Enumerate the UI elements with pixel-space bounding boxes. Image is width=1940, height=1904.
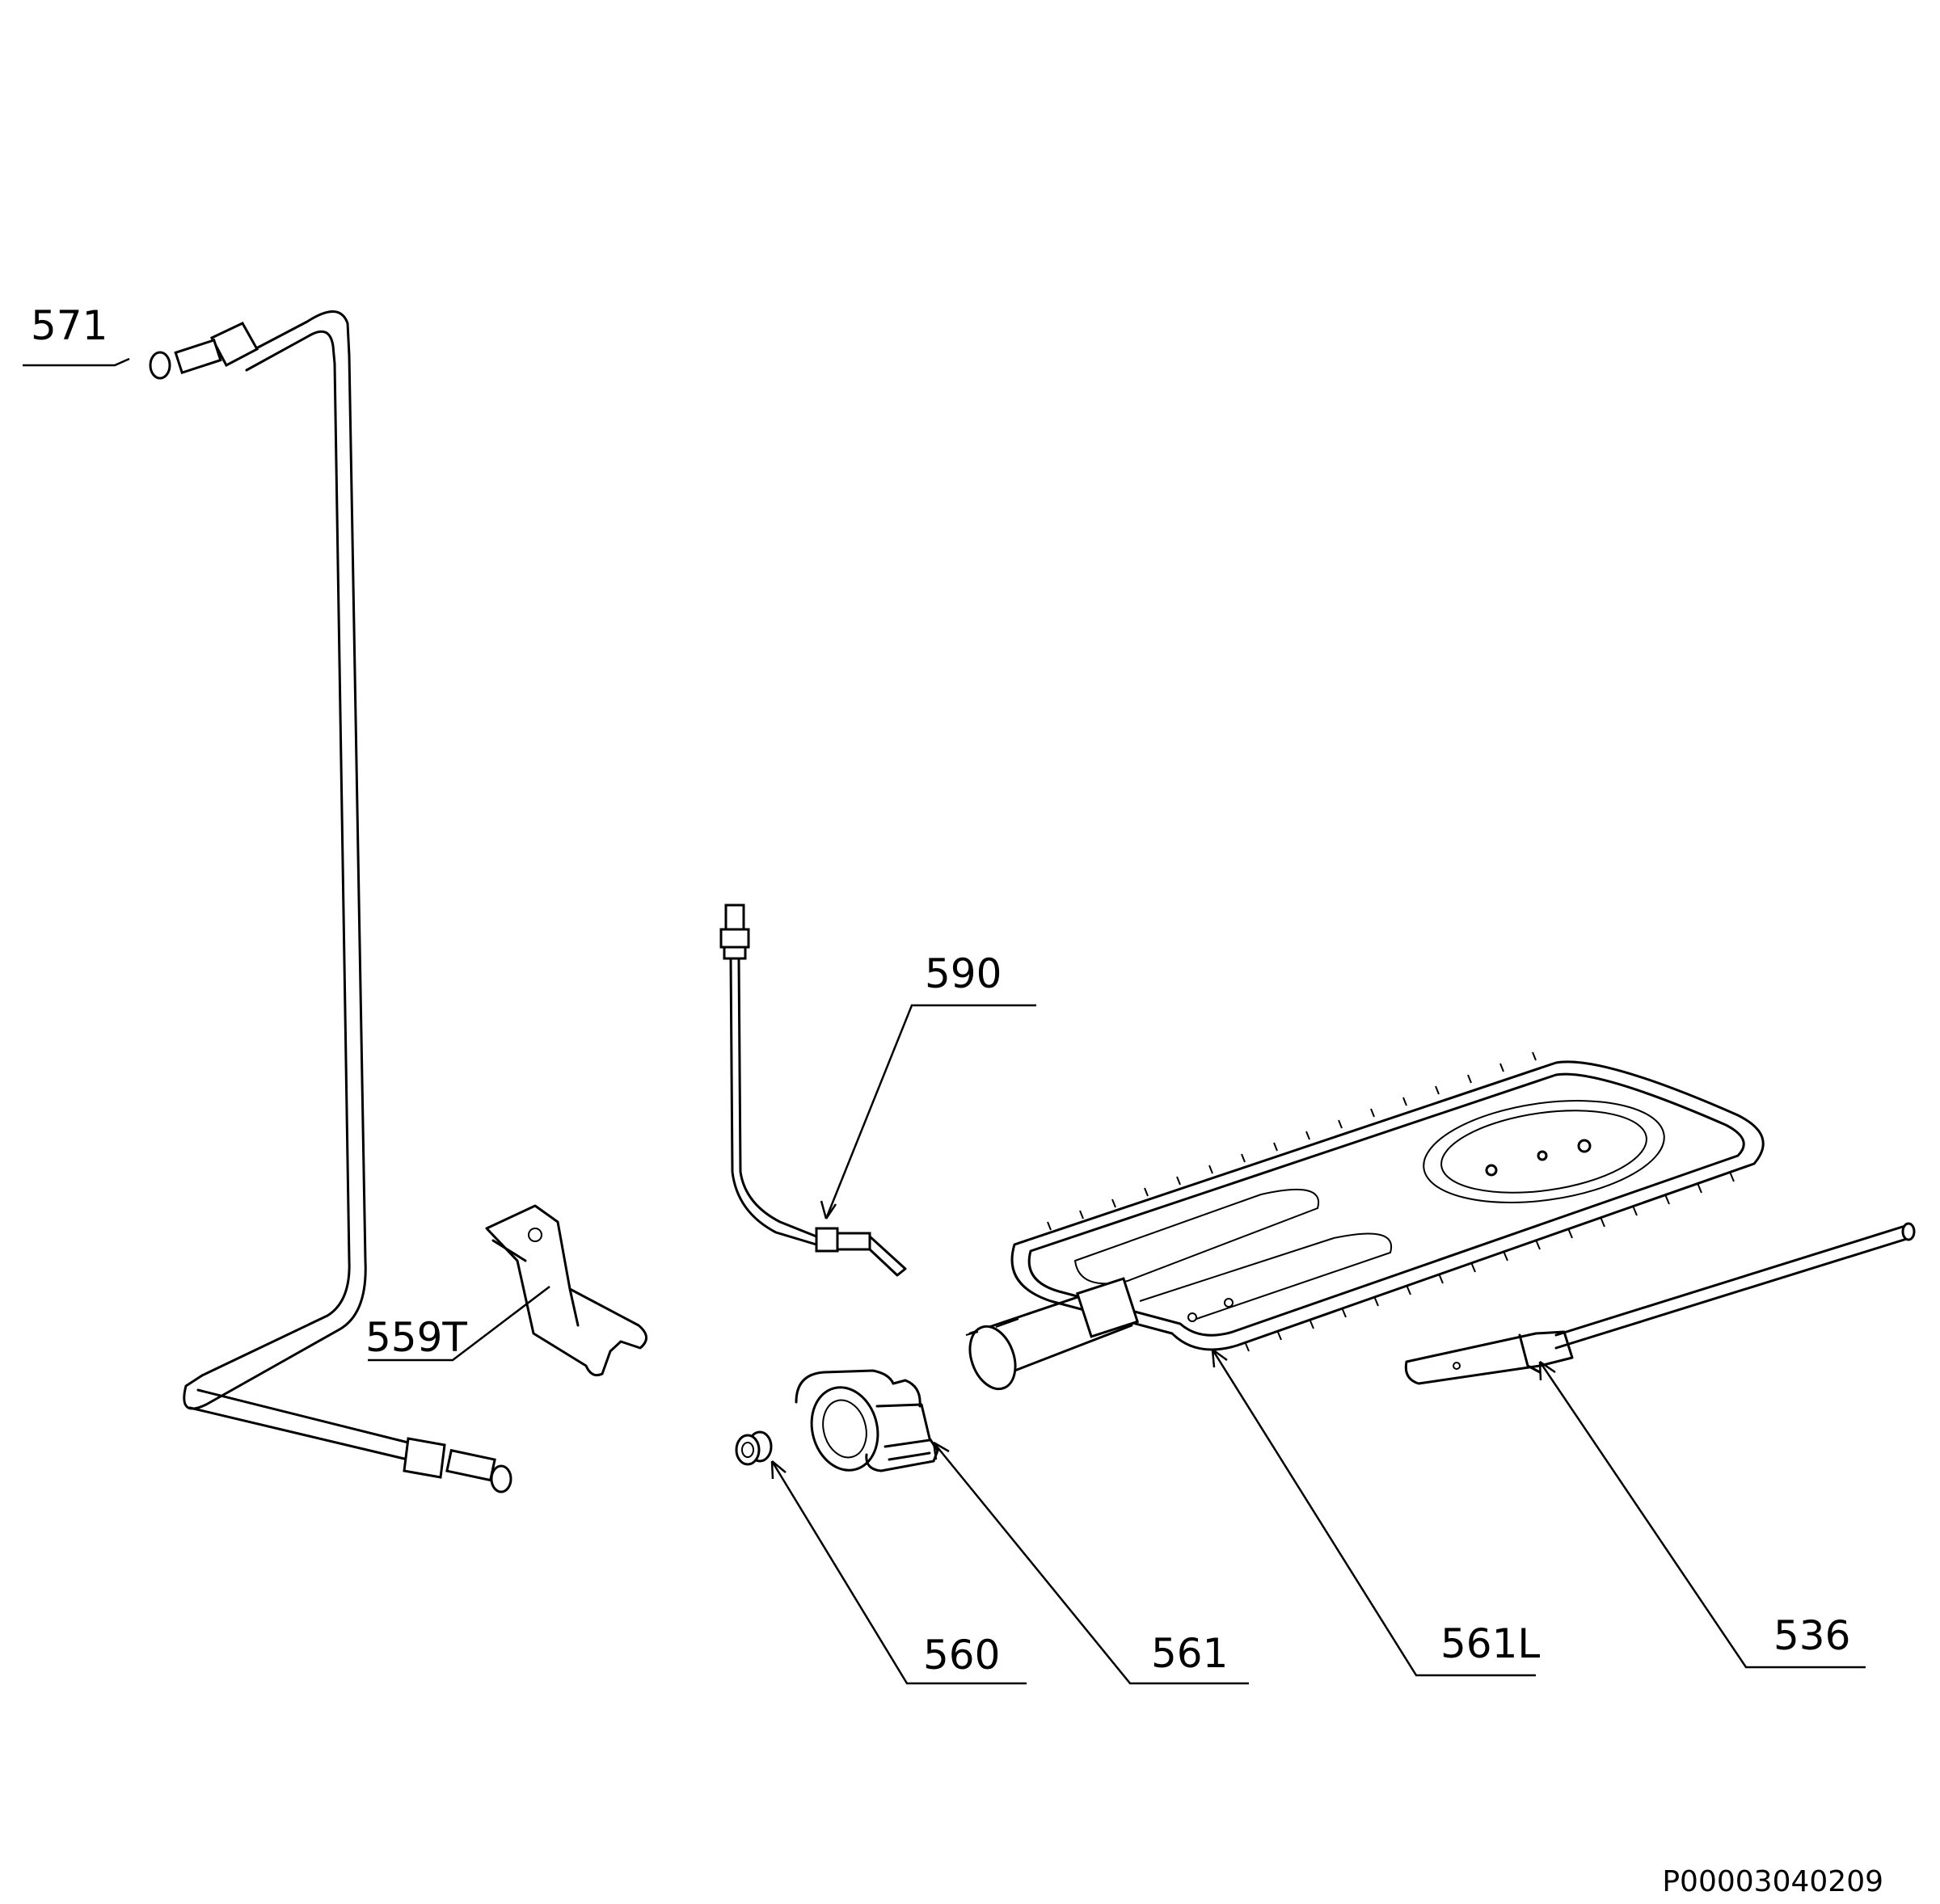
part-label-571: 571	[31, 302, 108, 349]
part-label-590: 590	[925, 950, 1002, 997]
part-590-thermocouple	[719, 904, 907, 1277]
part-label-560: 560	[923, 1632, 1000, 1679]
part-label-561: 561	[1151, 1630, 1228, 1677]
leader-lines	[23, 357, 1866, 1685]
part-561l-burner	[965, 1051, 1765, 1391]
part-559t-bracket	[485, 1204, 647, 1377]
part-536-rod	[1404, 1222, 1916, 1385]
part-label-561l: 561L	[1440, 1620, 1540, 1667]
part-label-559t: 559T	[365, 1314, 467, 1361]
part-561-clamp	[795, 1369, 939, 1472]
part-571-gas-pipe	[149, 310, 512, 1493]
part-label-536: 536	[1773, 1612, 1850, 1659]
reference-code: P00003040209	[1662, 1865, 1883, 1898]
part-560-injector	[735, 1430, 773, 1466]
